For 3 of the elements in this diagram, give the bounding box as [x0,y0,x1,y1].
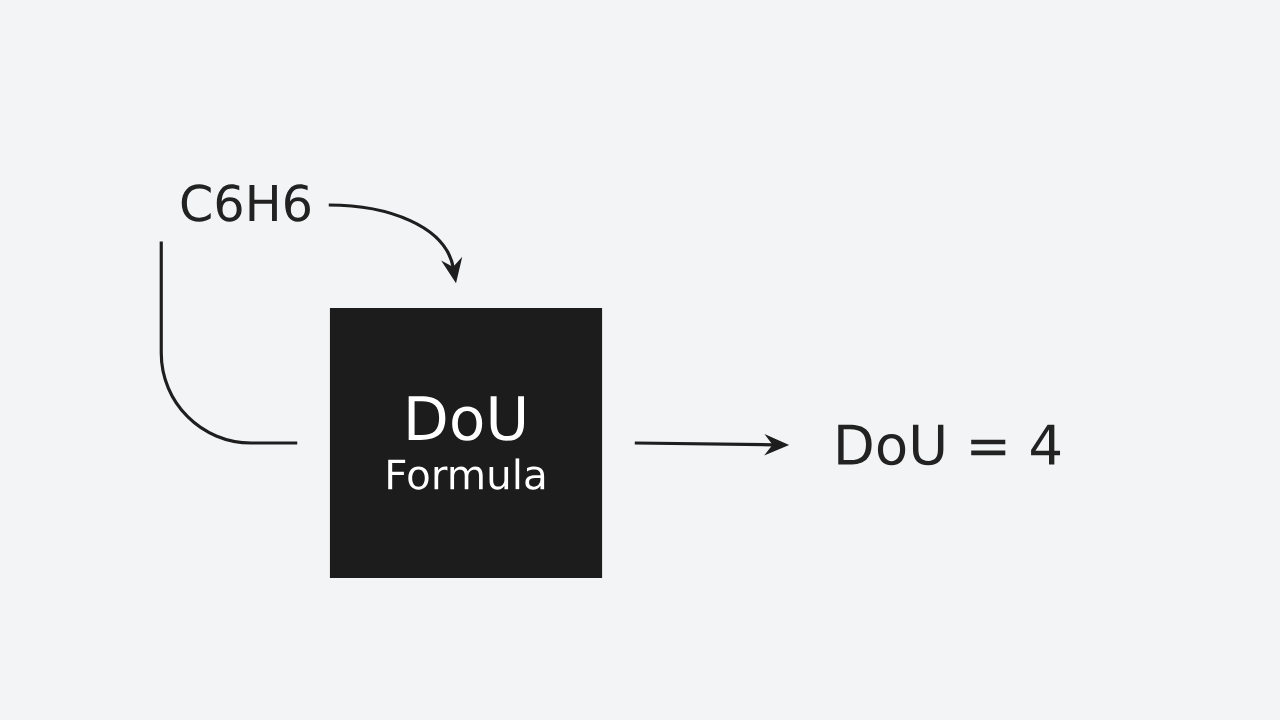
formula-text: DoU = 4 [838,424,1061,466]
process-box: DoU Formula [329,307,603,579]
formula-text: C6H6 [181,184,310,222]
